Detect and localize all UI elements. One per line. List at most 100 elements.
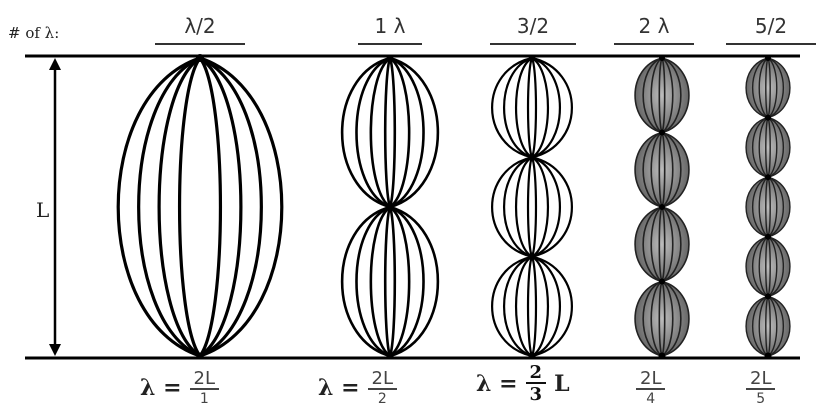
wave-line bbox=[661, 206, 674, 283]
wave-line bbox=[767, 116, 791, 178]
wave-line bbox=[531, 255, 561, 358]
wave-line bbox=[767, 295, 785, 357]
wave-line bbox=[634, 131, 663, 208]
wave-line bbox=[661, 206, 666, 282]
wave-line bbox=[199, 56, 284, 358]
wave-node bbox=[765, 233, 771, 240]
formula-mode-1: λ = 2L 1 bbox=[140, 370, 220, 406]
wave-line bbox=[531, 56, 573, 159]
wave-loop-shading bbox=[746, 177, 790, 237]
wave-node bbox=[659, 204, 665, 210]
wave-node bbox=[765, 174, 771, 181]
wave-node bbox=[765, 114, 771, 121]
wave-line bbox=[526, 256, 534, 357]
wave-line bbox=[758, 57, 769, 119]
standing-wave-modes bbox=[116, 54, 791, 360]
wave-line bbox=[634, 206, 663, 283]
wave-line bbox=[661, 132, 666, 208]
wave-line bbox=[531, 255, 573, 358]
wave-line bbox=[634, 280, 663, 357]
wave-line bbox=[758, 295, 769, 357]
wave-node bbox=[387, 204, 393, 210]
wave-line bbox=[767, 295, 778, 357]
formula-lhs: λ = bbox=[318, 375, 360, 401]
wave-node bbox=[659, 129, 665, 136]
standing-wave-mode-1 bbox=[116, 54, 284, 360]
wave-node bbox=[528, 352, 536, 360]
col-label-mode-4: 2 λ bbox=[638, 14, 670, 38]
wave-line bbox=[531, 156, 561, 258]
wave-line bbox=[767, 236, 785, 298]
col-label-mode-1: λ/2 bbox=[184, 14, 216, 38]
wave-line bbox=[530, 156, 538, 258]
wave-line bbox=[767, 176, 778, 238]
wave-line bbox=[767, 236, 778, 297]
wave-line bbox=[661, 281, 666, 357]
wave-line bbox=[369, 56, 391, 209]
wave-line bbox=[531, 156, 550, 258]
wave-node bbox=[764, 352, 772, 360]
wave-line bbox=[661, 57, 666, 133]
wave-line bbox=[389, 205, 425, 358]
wave-line bbox=[751, 176, 769, 238]
wave-line bbox=[340, 205, 391, 358]
wave-line bbox=[650, 206, 663, 283]
wave-line bbox=[389, 56, 425, 209]
wave-line bbox=[642, 206, 663, 283]
wave-line bbox=[745, 57, 769, 119]
wave-node bbox=[529, 154, 535, 161]
wave-loop-shading bbox=[746, 296, 790, 356]
wave-line bbox=[661, 57, 690, 134]
wave-line bbox=[661, 206, 682, 283]
col-underline-mode-4 bbox=[614, 43, 694, 45]
wave-line bbox=[661, 131, 690, 208]
formula-mode-5: 2L 5 bbox=[746, 370, 776, 406]
col-underline-mode-1 bbox=[155, 43, 245, 45]
wave-node bbox=[196, 352, 204, 360]
wave-line bbox=[658, 57, 663, 133]
wave-line bbox=[503, 156, 533, 258]
wave-node bbox=[386, 352, 394, 360]
wave-line bbox=[661, 280, 674, 357]
wave-line bbox=[767, 236, 791, 298]
wave-line bbox=[491, 255, 533, 358]
col-underline-mode-5 bbox=[726, 43, 816, 45]
formula-fraction: 2L 1 bbox=[189, 370, 220, 406]
wave-line bbox=[383, 206, 392, 357]
wave-line bbox=[199, 56, 263, 358]
wave-line bbox=[650, 280, 663, 357]
wave-node bbox=[529, 55, 535, 61]
wave-line bbox=[650, 131, 663, 208]
wave-line bbox=[389, 56, 411, 209]
wave-line bbox=[658, 206, 663, 282]
wave-line bbox=[661, 280, 682, 357]
wave-line bbox=[751, 57, 769, 119]
col-label-mode-2: 1 λ bbox=[374, 14, 406, 38]
wave-line bbox=[767, 57, 791, 119]
formula-lhs: λ = bbox=[140, 375, 182, 401]
wave-line bbox=[340, 56, 391, 209]
wave-line bbox=[745, 295, 769, 357]
length-arrow bbox=[49, 58, 61, 356]
wave-line bbox=[199, 56, 243, 358]
formula-mode-4: 2L 4 bbox=[636, 370, 666, 406]
wave-loop-shading bbox=[635, 58, 689, 133]
wave-line bbox=[531, 56, 561, 159]
wave-line bbox=[116, 56, 201, 358]
wave-line bbox=[526, 57, 534, 158]
formula-mode-2: λ = 2L 2 bbox=[318, 370, 398, 406]
wave-line bbox=[530, 57, 538, 158]
wave-line bbox=[661, 280, 690, 357]
wave-loop-shading bbox=[635, 132, 689, 207]
wave-node bbox=[387, 55, 393, 61]
wave-line bbox=[751, 116, 769, 178]
wave-line bbox=[531, 57, 550, 159]
wave-line bbox=[531, 156, 573, 258]
wave-line bbox=[745, 116, 769, 178]
wave-line bbox=[758, 176, 769, 238]
standing-wave-mode-5 bbox=[745, 55, 791, 360]
wave-line bbox=[383, 57, 392, 208]
col-underline-mode-3 bbox=[490, 43, 576, 45]
wave-node bbox=[659, 278, 665, 285]
